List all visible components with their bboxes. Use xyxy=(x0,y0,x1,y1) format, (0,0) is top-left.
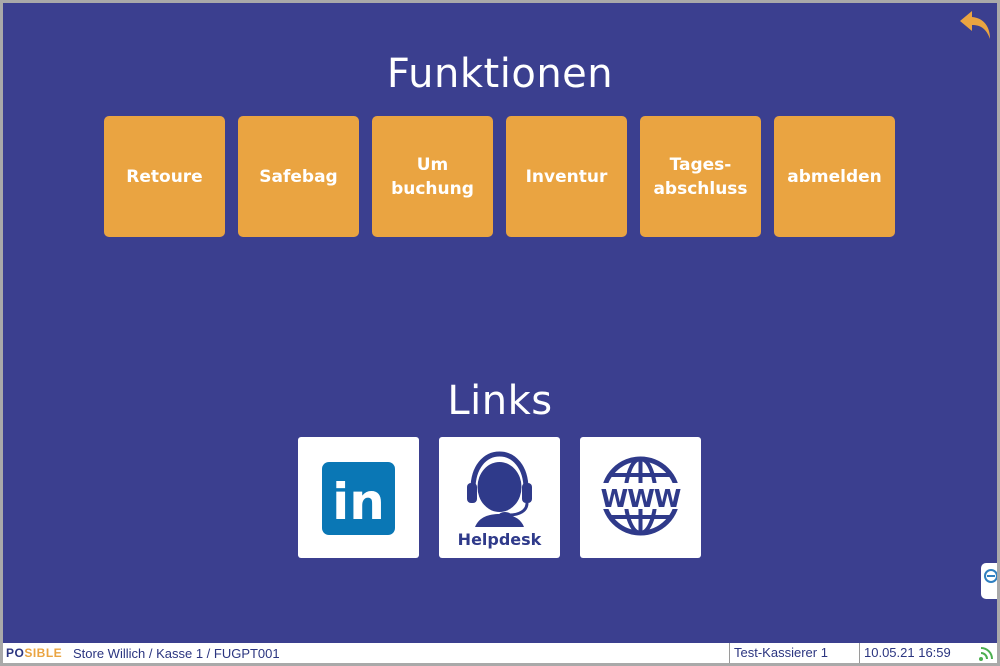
functions-title: Funktionen xyxy=(386,51,614,97)
links-grid: in Helpdesk xyxy=(298,437,701,558)
helpdesk-button[interactable]: Helpdesk xyxy=(439,437,560,558)
side-panel-tab[interactable] xyxy=(981,563,997,599)
linkedin-icon: in xyxy=(322,462,395,535)
back-button[interactable] xyxy=(958,7,994,43)
retoure-button[interactable]: Retoure xyxy=(104,116,225,237)
cashier-name: Test-Kassierer 1 xyxy=(729,643,859,663)
links-title: Links xyxy=(447,378,553,424)
back-arrow-icon xyxy=(960,11,990,39)
main-panel: Funktionen Retoure Safebag Um buchung In… xyxy=(3,3,997,643)
helpdesk-label: Helpdesk xyxy=(457,530,542,549)
tagesabschluss-button[interactable]: Tages- abschluss xyxy=(640,116,761,237)
store-info: Store Willich / Kasse 1 / FUGPT001 xyxy=(73,645,280,661)
svg-text:in: in xyxy=(332,473,385,531)
linkedin-button[interactable]: in xyxy=(298,437,419,558)
svg-text:WWW: WWW xyxy=(601,484,681,513)
functions-grid: Retoure Safebag Um buchung Inventur Tage… xyxy=(104,116,895,237)
inventur-button[interactable]: Inventur xyxy=(506,116,627,237)
website-button[interactable]: WWW xyxy=(580,437,701,558)
safebag-button[interactable]: Safebag xyxy=(238,116,359,237)
abmelden-button[interactable]: abmelden xyxy=(774,116,895,237)
side-tab-icon xyxy=(984,569,997,583)
headset-icon xyxy=(467,451,532,527)
umbuchung-button[interactable]: Um buchung xyxy=(372,116,493,237)
connection-signal-icon xyxy=(977,643,995,663)
date-time: 10.05.21 16:59 xyxy=(859,643,977,663)
globe-icon: WWW xyxy=(594,456,687,536)
